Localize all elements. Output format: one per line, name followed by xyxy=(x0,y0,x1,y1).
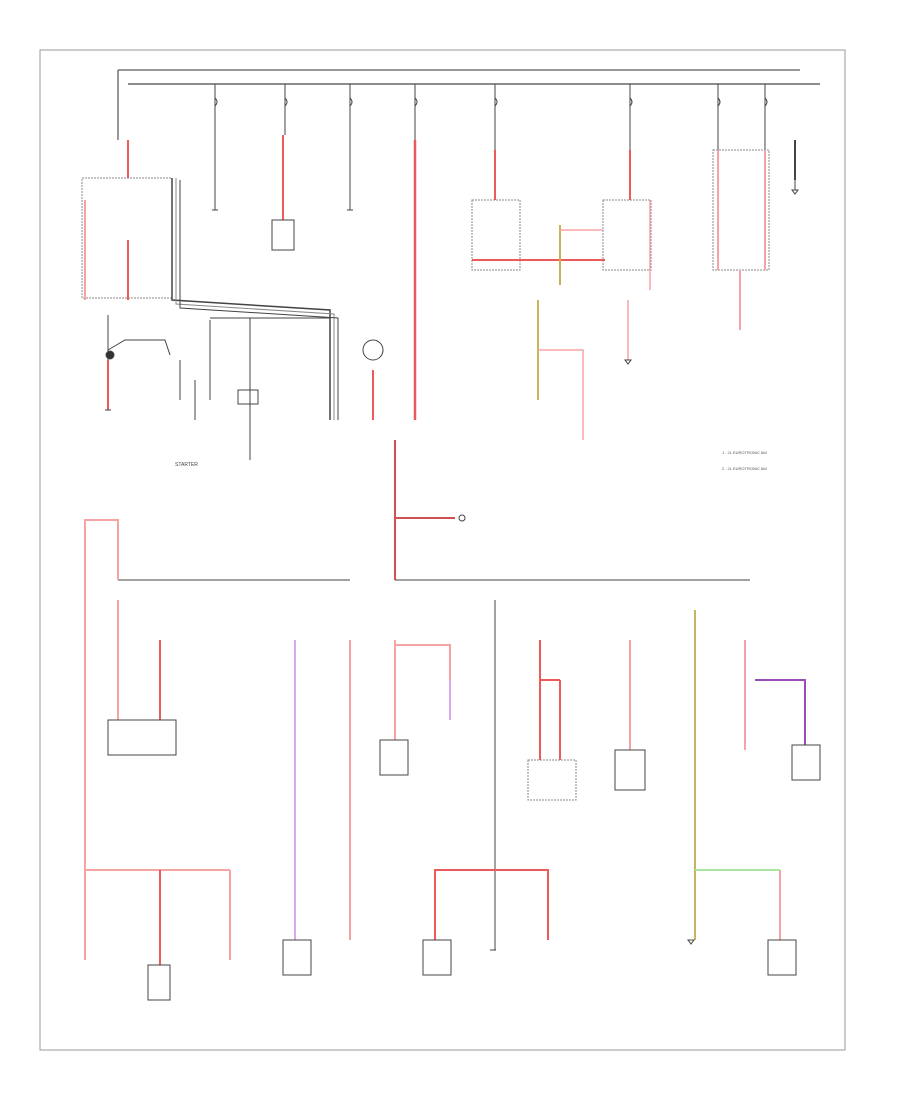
legend-item-2: 2 . 2L EUROTRONIC AM xyxy=(722,466,767,471)
lower-long-wires xyxy=(282,640,351,976)
right-relay-block xyxy=(712,140,796,330)
ground-symbols xyxy=(105,189,799,951)
center-relay-block xyxy=(471,150,652,440)
starter-circuit xyxy=(105,315,330,460)
legend-item-1: 1 . 2L EUROTRONIC AM xyxy=(722,450,767,455)
left-relay-block xyxy=(81,140,339,420)
diagram-frame xyxy=(39,49,846,1051)
middle-feed xyxy=(394,440,466,580)
lower-left-feeds xyxy=(84,519,231,1001)
legend: 1 . 2L EUROTRONIC AM 2 . 2L EUROTRONIC A… xyxy=(722,450,767,471)
lower-right-modules xyxy=(614,610,821,976)
top-connector-modules xyxy=(271,135,417,420)
top-fuse-drops xyxy=(214,84,796,210)
fuse-symbols xyxy=(214,97,768,107)
lower-center-modules xyxy=(379,600,577,976)
top-power-bus xyxy=(117,69,820,140)
starter-label: STARTER xyxy=(175,462,198,468)
